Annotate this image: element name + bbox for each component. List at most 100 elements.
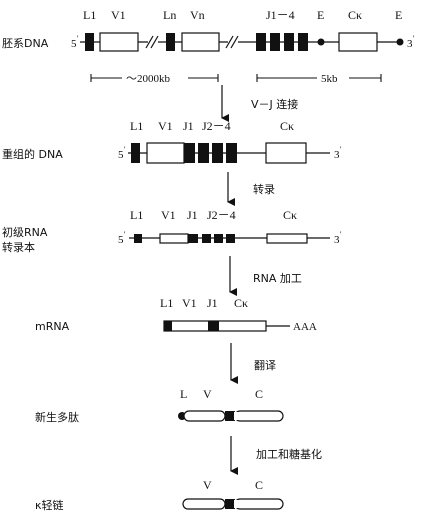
germline-3prime-label: 3 [407,38,413,50]
label-j1: J1 [207,296,218,310]
label-ck: Cκ [280,119,294,133]
c-domain [234,410,284,422]
label-l1: L1 [130,119,143,133]
label-j2-4: J2－4 [207,208,236,222]
label-vn: Vn [190,8,205,22]
light-chain-label: κ轻链 [35,498,63,512]
j-region [225,411,235,421]
segment-j4 [226,234,235,243]
enhancer-e2 [396,38,404,46]
primary-5prime-label: 5 [118,234,124,246]
segment-l1 [164,321,172,331]
scale-label-bg [317,70,349,86]
primary-rna-label-line1: 初级RNA [2,225,48,239]
step-label-vj-joining: V－J 连接 [251,98,298,111]
rearranged-dna-label: 重组的 DNA [2,147,63,161]
segment-j2 [198,143,209,163]
segment-j1 [184,143,195,163]
label-c: C [255,478,263,492]
break-mark [150,35,159,49]
segment-vn [181,32,220,52]
rearranged-5prime-label: 5 [118,149,124,161]
germline-5prime-mark: ' [77,34,79,43]
label-v1: V1 [182,296,197,310]
scale-label-bg [122,70,188,86]
segment-l1 [85,33,94,51]
label-v1: V1 [161,208,176,222]
rearranged-5prime-mark: ' [124,145,126,154]
step-label-rna-processing: RNA 加工 [253,272,302,285]
label-c: C [255,387,263,401]
v-domain [182,498,226,510]
rearranged-dna-row: 重组的 DNA 5 ' 3 ' L1 V1 J1 J2－4 Cκ [2,119,342,164]
step-label-glycosylation: 加工和糖基化 [256,447,322,461]
segment-l1 [134,234,142,243]
segment-j1 [188,234,198,243]
segment-ck [266,233,308,244]
break-mark [225,35,234,49]
segment-j2 [270,33,280,51]
break-mark [230,35,239,49]
label-e1: E [317,8,324,22]
label-j1: J1 [187,208,198,222]
label-ck: Cκ [283,208,297,222]
segment-j4 [226,143,237,163]
segment-j1 [256,33,266,51]
v-domain [183,410,226,422]
segment-l1 [131,143,140,163]
segment-j4 [298,33,308,51]
primary-5prime-mark: ' [124,230,126,239]
primary-rna-label-line2: 转录本 [2,240,35,254]
label-v: V [203,478,212,492]
germline-dna-label: 胚系DNA [2,37,49,50]
label-j1: J1 [183,119,194,133]
segment-j2 [202,234,211,243]
germline-3prime-mark: ' [413,34,415,43]
polypeptide-label: 新生多肽 [35,410,79,424]
segment-ck [265,142,307,164]
segment-j1 [208,321,219,331]
polya-tail-label: AAA [293,321,317,333]
label-ck: Cκ [348,8,362,22]
label-v1: V1 [158,119,173,133]
segment-j3 [284,33,294,51]
label-ln: Ln [163,8,176,22]
c-domain [234,498,284,510]
primary-rna-row: 初级RNA 转录本 5 ' 3 ' L1 V1 J1 J2－4 Cκ [2,208,342,254]
segment-v1 [159,233,189,244]
label-l: L [180,387,187,401]
step-label-translation: 翻译 [254,358,276,372]
label-v: V [203,387,212,401]
j-region [225,499,235,509]
segment-j3 [212,143,223,163]
polypeptide-row: 新生多肽 L V C [35,387,284,424]
germline-5prime-label: 5 [71,38,77,50]
rearranged-3prime-mark: ' [340,145,342,154]
segment-j3 [214,234,223,243]
label-l1: L1 [130,208,143,222]
label-l1: L1 [83,8,96,22]
label-j2-4: J2－4 [202,119,231,133]
c-domain-fill [234,412,240,420]
label-l1: L1 [160,296,173,310]
mrna-row: mRNA AAA L1 V1 J1 Cκ [35,296,317,333]
label-j1-4: J1－4 [266,8,295,22]
enhancer-e1 [317,38,325,46]
segment-ck [338,32,378,52]
primary-3prime-label: 3 [334,234,340,246]
label-ck: Cκ [234,296,248,310]
scale-label-left: ～2000kb [126,73,170,85]
mrna-label: mRNA [35,320,70,333]
segment-ln [166,33,175,51]
light-chain-row: κ轻链 V C [35,478,284,512]
germline-dna-row: 胚系DNA 5 ' 3 ' L1 V1 Ln Vn J1－4 E Cκ E [2,8,415,86]
segment-v1 [146,142,185,164]
scale-label-right: 5kb [321,73,338,85]
c-domain-fill [234,500,240,508]
label-e2: E [395,8,402,22]
label-v1: V1 [111,8,126,22]
step-label-transcription: 转录 [253,182,275,196]
segment-v1 [99,32,139,52]
primary-3prime-mark: ' [340,230,342,239]
